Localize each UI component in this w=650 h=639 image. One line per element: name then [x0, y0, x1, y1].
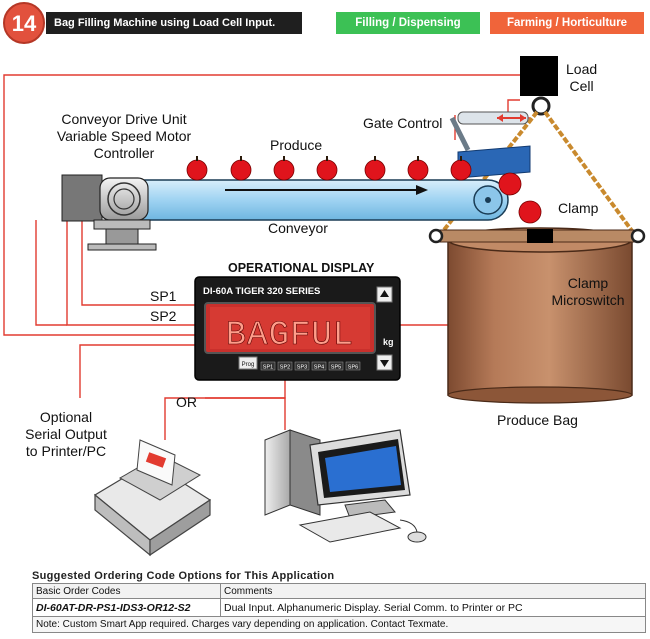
col-header-codes: Basic Order Codes	[32, 583, 221, 599]
load-cell	[520, 56, 558, 96]
conveyor-belt	[129, 179, 509, 221]
label-gate-control: Gate Control	[363, 115, 443, 131]
label-clamp: Clamp	[558, 200, 599, 216]
gate-control	[449, 111, 529, 152]
label-load-cell: Load Cell	[566, 61, 597, 95]
ordering-table: Basic Order Codes Comments DI-60AT-DR-PS…	[32, 583, 646, 633]
order-note: Note: Custom Smart App required. Charges…	[32, 616, 646, 633]
table-header-row: Basic Order Codes Comments	[32, 583, 646, 599]
label-sp1: SP1	[150, 288, 177, 304]
col-header-comments: Comments	[220, 583, 646, 599]
clamp-microswitch	[527, 229, 553, 243]
setpoint-indicators: SP1 SP2 SP3 SP4 SP5 SP6	[260, 361, 361, 371]
sp-indicator-6: SP6	[348, 365, 358, 371]
prog-button[interactable]	[238, 356, 258, 370]
section-number: 14	[12, 11, 37, 36]
bag-filling-diagram: DI-60A TIGER 320 SERIES BAGFUL kg Prog S…	[3, 56, 646, 557]
page-title: Bag Filling Machine using Load Cell Inpu…	[46, 12, 302, 34]
ordering-section: Suggested Ordering Code Options for This…	[32, 570, 646, 633]
load-cell-ring	[531, 96, 551, 116]
label-conveyor: Conveyor	[268, 220, 328, 236]
produce-bag	[428, 227, 646, 404]
display-model: DI-60A TIGER 320 SERIES	[203, 286, 320, 297]
display-unit: kg	[383, 337, 394, 347]
produce-apples	[186, 156, 542, 224]
printer-icon	[93, 439, 212, 557]
label-conveyor-drive: Conveyor Drive Unit Variable Speed Motor…	[36, 111, 212, 162]
category-tag-filling[interactable]: Filling / Dispensing	[336, 12, 480, 34]
label-load-cell-text: Load Cell	[566, 61, 598, 94]
order-code: DI-60AT-DR-PS1-IDS3-OR12-S2	[32, 598, 221, 617]
sp-indicator-2: SP2	[280, 365, 290, 371]
table-row: DI-60AT-DR-PS1-IDS3-OR12-S2 Dual Input. …	[32, 598, 646, 617]
label-sp2: SP2	[150, 308, 177, 324]
label-serial-output: Optional Serial Output to Printer/PC	[10, 409, 122, 460]
label-produce: Produce	[270, 137, 323, 153]
ordering-title: Suggested Ordering Code Options for This…	[32, 570, 335, 582]
section-number-badge: 14	[3, 2, 45, 44]
table-note-row: Note: Custom Smart App required. Charges…	[32, 616, 646, 633]
display-heading: OPERATIONAL DISPLAY	[228, 261, 375, 275]
display-readout: BAGFUL	[226, 317, 354, 355]
sp-indicator-1: SP1	[263, 365, 273, 371]
label-clamp-microswitch-text: Clamp Microswitch	[551, 275, 625, 308]
label-serial-output-text: Optional Serial Output to Printer/PC	[25, 409, 107, 459]
computer-icon	[264, 429, 427, 543]
label-produce-bag: Produce Bag	[497, 412, 578, 428]
label-clamp-microswitch: Clamp Microswitch	[546, 275, 630, 309]
label-conveyor-drive-text: Conveyor Drive Unit Variable Speed Motor…	[56, 111, 192, 161]
label-or: OR	[176, 394, 197, 410]
wiring	[3, 74, 545, 440]
category-tag-farming[interactable]: Farming / Horticulture	[490, 12, 644, 34]
sp-indicator-3: SP3	[297, 365, 307, 371]
operational-display: DI-60A TIGER 320 SERIES BAGFUL kg Prog	[194, 276, 401, 381]
order-comment: Dual Input. Alphanumeric Display. Serial…	[220, 598, 646, 617]
sp-indicator-5: SP5	[331, 365, 341, 371]
prog-label: Prog	[242, 362, 255, 368]
sp-indicator-4: SP4	[314, 365, 324, 371]
conveyor-motor	[61, 174, 157, 251]
